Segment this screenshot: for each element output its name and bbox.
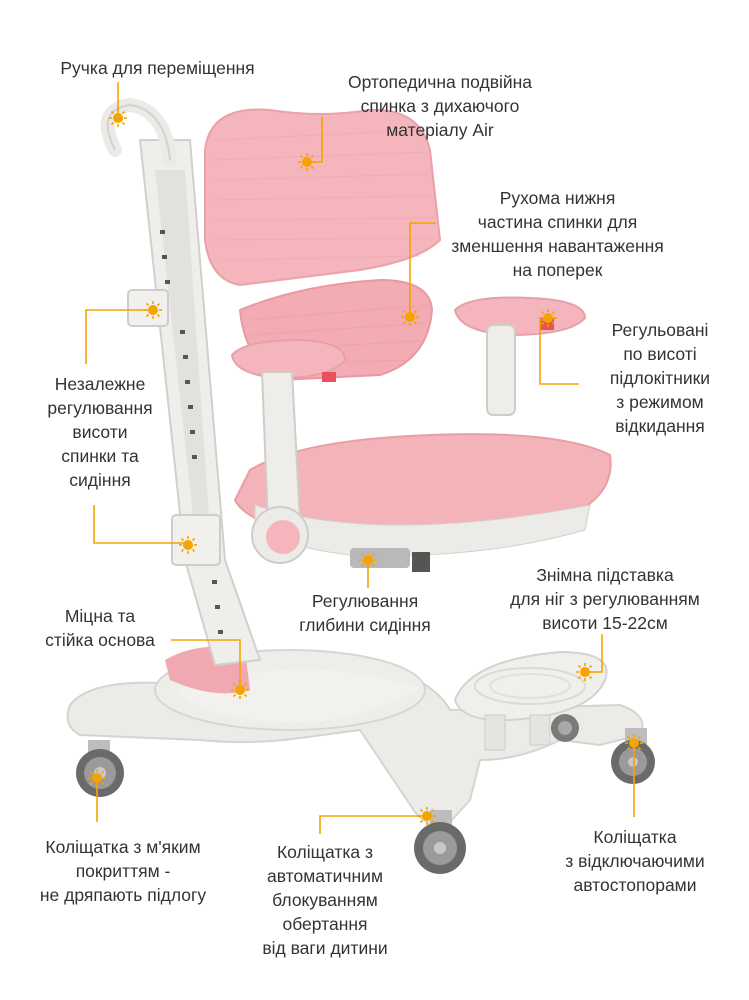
sun-icon (179, 536, 197, 554)
callout-line: обертання (282, 914, 368, 934)
callout-line: частина спинки для (477, 212, 638, 232)
callout-line: покриттям - (75, 861, 171, 881)
seat-height-clamp (171, 514, 221, 566)
callout-line: з режимом (616, 392, 704, 412)
callout-height: Незалежне регулювання висоти спинки та с… (20, 372, 180, 492)
footrest (453, 650, 608, 751)
callout-soft-casters: Коліщатка з м'яким покриттям - не дряпаю… (8, 835, 238, 907)
callout-line: автоматичним (267, 866, 383, 886)
callout-line: стійка основа (45, 630, 155, 650)
callout-line: автостопорами (573, 875, 697, 895)
callout-line: спинка з дихаючого (360, 96, 520, 116)
callout-line: спинки та (61, 446, 139, 466)
callout-line: Ручка для переміщення (60, 58, 255, 78)
callout-line: висоти 15-22см (542, 613, 668, 633)
callout-line: підлокітники (609, 368, 711, 388)
callout-line: блокуванням (272, 890, 378, 910)
callout-line: відкидання (615, 416, 705, 436)
sun-icon (576, 663, 594, 681)
callout-footrest: Знімна підставка для ніг з регулюванням … (475, 563, 735, 635)
seat (233, 433, 612, 557)
sun-icon (625, 734, 643, 752)
sun-icon (231, 681, 249, 699)
callout-line: зменшення навантаження (451, 236, 664, 256)
callout-line: висоти (72, 422, 128, 442)
callout-line: Коліщатка (593, 827, 677, 847)
callout-line: Коліщатка з м'яким (45, 837, 201, 857)
callout-line: з відключаючими (565, 851, 705, 871)
callout-backrest: Ортопедична подвійна спинка з дихаючого … (310, 70, 570, 142)
sun-icon (144, 301, 162, 319)
sun-icon (88, 769, 106, 787)
callout-line: Рухома нижня (499, 188, 616, 208)
callout-stoppers: Коліщатка з відключаючими автостопорами (525, 825, 745, 897)
callout-handle: Ручка для переміщення (20, 56, 295, 80)
callout-seat-depth: Регулювання глибини сидіння (280, 589, 450, 637)
left-armrest (230, 338, 347, 527)
callout-line: Незалежне (54, 374, 146, 394)
callout-line: Знімна підставка (536, 565, 674, 585)
callout-line: Регульовані (611, 320, 709, 340)
callout-armrests: Регульовані по висоті підлокітники з реж… (585, 318, 735, 438)
sun-icon (418, 807, 436, 825)
callout-line: по висоті (623, 344, 697, 364)
backrest-height-clamp (127, 289, 169, 327)
caster-front-left (76, 740, 124, 797)
sun-icon (359, 551, 377, 569)
callout-line: Регулювання (311, 591, 419, 611)
callout-lower-backrest: Рухома нижня частина спинки для зменшенн… (420, 186, 695, 282)
callout-line: Коліщатка з (276, 842, 374, 862)
callout-line: регулювання (47, 398, 153, 418)
seat-knob (251, 506, 309, 564)
callout-line: Міцна та (64, 606, 136, 626)
callout-line: від ваги дитини (262, 938, 388, 958)
callout-base: Міцна та стійка основа (20, 604, 180, 652)
sun-icon (109, 109, 127, 127)
caster-back (551, 714, 579, 742)
upper-backrest (204, 108, 442, 287)
sun-icon (298, 153, 316, 171)
callout-line: глибини сидіння (299, 615, 431, 635)
callout-line: Ортопедична подвійна (347, 72, 533, 92)
sun-icon (539, 309, 557, 327)
callout-line: матеріалу Air (386, 120, 494, 140)
callout-line: сидіння (69, 470, 131, 490)
callout-auto-lock: Коліщатка з автоматичним блокуванням обе… (240, 840, 410, 960)
callout-line: для ніг з регулюванням (510, 589, 700, 609)
right-armrest (453, 296, 587, 416)
caster-right (611, 728, 655, 784)
callout-line: не дряпають підлогу (39, 885, 207, 905)
callout-line: на поперек (512, 260, 603, 280)
sun-icon (401, 308, 419, 326)
